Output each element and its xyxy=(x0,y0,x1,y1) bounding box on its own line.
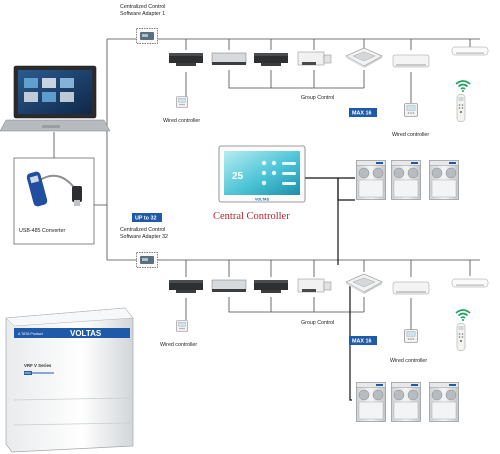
product-corner-text: A TATA Product xyxy=(18,332,43,336)
top-outdoor-units xyxy=(356,160,460,200)
duct-unit-icon xyxy=(169,53,203,66)
max-badge-text: MAX 16 xyxy=(352,339,371,345)
adapter-top-line1: Centralized Control xyxy=(120,4,165,10)
group-control-label: Group Control xyxy=(301,320,334,326)
product-model: VRF V Series xyxy=(24,363,52,368)
adapter-bottom: UP to 32 Centralized Control Software Ad… xyxy=(120,213,168,268)
adapter-bottom-icon xyxy=(136,252,158,268)
product-brand: VOLTAS xyxy=(70,329,102,338)
max-badge-text: MAX 16 xyxy=(352,111,371,117)
wiring xyxy=(53,38,480,401)
wired-controller-icon xyxy=(404,329,418,343)
controller-brand: VOLTAS xyxy=(255,198,270,202)
bottom-indoor-units: Wired controller Group Control MAX 16 Wi… xyxy=(160,273,489,364)
wired-controller-label: Wired controller xyxy=(163,118,200,124)
outdoor-unit-icon xyxy=(391,160,421,200)
wired-controller-icon xyxy=(176,96,188,108)
outdoor-unit-icon xyxy=(428,382,460,422)
outdoor-unit-icon xyxy=(356,160,386,200)
outdoor-unit-icon xyxy=(356,382,386,422)
usb-485-converter: USB-485 Converter xyxy=(13,157,95,245)
wired-controller-icon xyxy=(404,103,418,117)
wifi-icon xyxy=(455,80,471,92)
max-badge xyxy=(349,108,377,117)
wall-split-icon xyxy=(451,46,489,56)
duct-unit-icon xyxy=(254,53,288,66)
controller-temp: 25 xyxy=(232,171,244,182)
central-controller: 25 VOLTAS Central Controller xyxy=(213,145,306,222)
outdoor-unit-icon xyxy=(391,382,421,422)
duct-unit-icon xyxy=(211,52,247,66)
adapter-top-icon xyxy=(136,28,158,44)
remote-control-icon xyxy=(456,94,466,122)
adapter-bottom-line2: Software Adapter 32 xyxy=(120,234,168,240)
floor-unit-icon xyxy=(392,281,430,295)
voltas-product-unit: VOLTAS A TATA Product VRF V Series PRO xyxy=(5,307,134,453)
up-to-badge-text: UP to 32 xyxy=(135,216,156,222)
adapter-bottom-line1: Centralized Control xyxy=(120,227,165,233)
duct-unit-icon xyxy=(297,278,332,293)
central-controller-title: Central Controller xyxy=(213,211,290,222)
adapter-top: Centralized Control Software Adapter 1 xyxy=(120,4,165,44)
cassette-unit-icon xyxy=(345,47,383,69)
converter-label: USB-485 Converter xyxy=(19,228,65,234)
group-control-label: Group Control xyxy=(301,95,334,101)
bottom-outdoor-units xyxy=(356,382,460,422)
floor-unit-icon xyxy=(392,54,430,68)
duct-unit-icon xyxy=(169,280,203,293)
adapter-top-line2: Software Adapter 1 xyxy=(120,11,165,17)
wired-controller-label: Wired controller xyxy=(160,342,197,348)
outdoor-unit-icon xyxy=(428,160,460,200)
wired-controller-icon xyxy=(176,320,188,332)
product-grade: PRO xyxy=(25,371,32,375)
max-badge xyxy=(349,336,377,345)
remote-control-icon xyxy=(456,323,466,351)
wifi-icon xyxy=(455,309,471,321)
duct-unit-icon xyxy=(254,280,288,293)
top-indoor-units: Wired controller Group Control MAX 16 Wi… xyxy=(163,46,489,138)
laptop xyxy=(0,65,111,132)
up-to-badge xyxy=(132,213,162,222)
wired-controller-label: Wired controller xyxy=(392,132,429,138)
duct-unit-icon xyxy=(211,279,247,293)
cassette-unit-icon xyxy=(345,273,383,295)
duct-unit-icon xyxy=(297,51,332,66)
wall-split-icon xyxy=(451,278,489,288)
wired-controller-label: Wired controller xyxy=(390,358,427,364)
